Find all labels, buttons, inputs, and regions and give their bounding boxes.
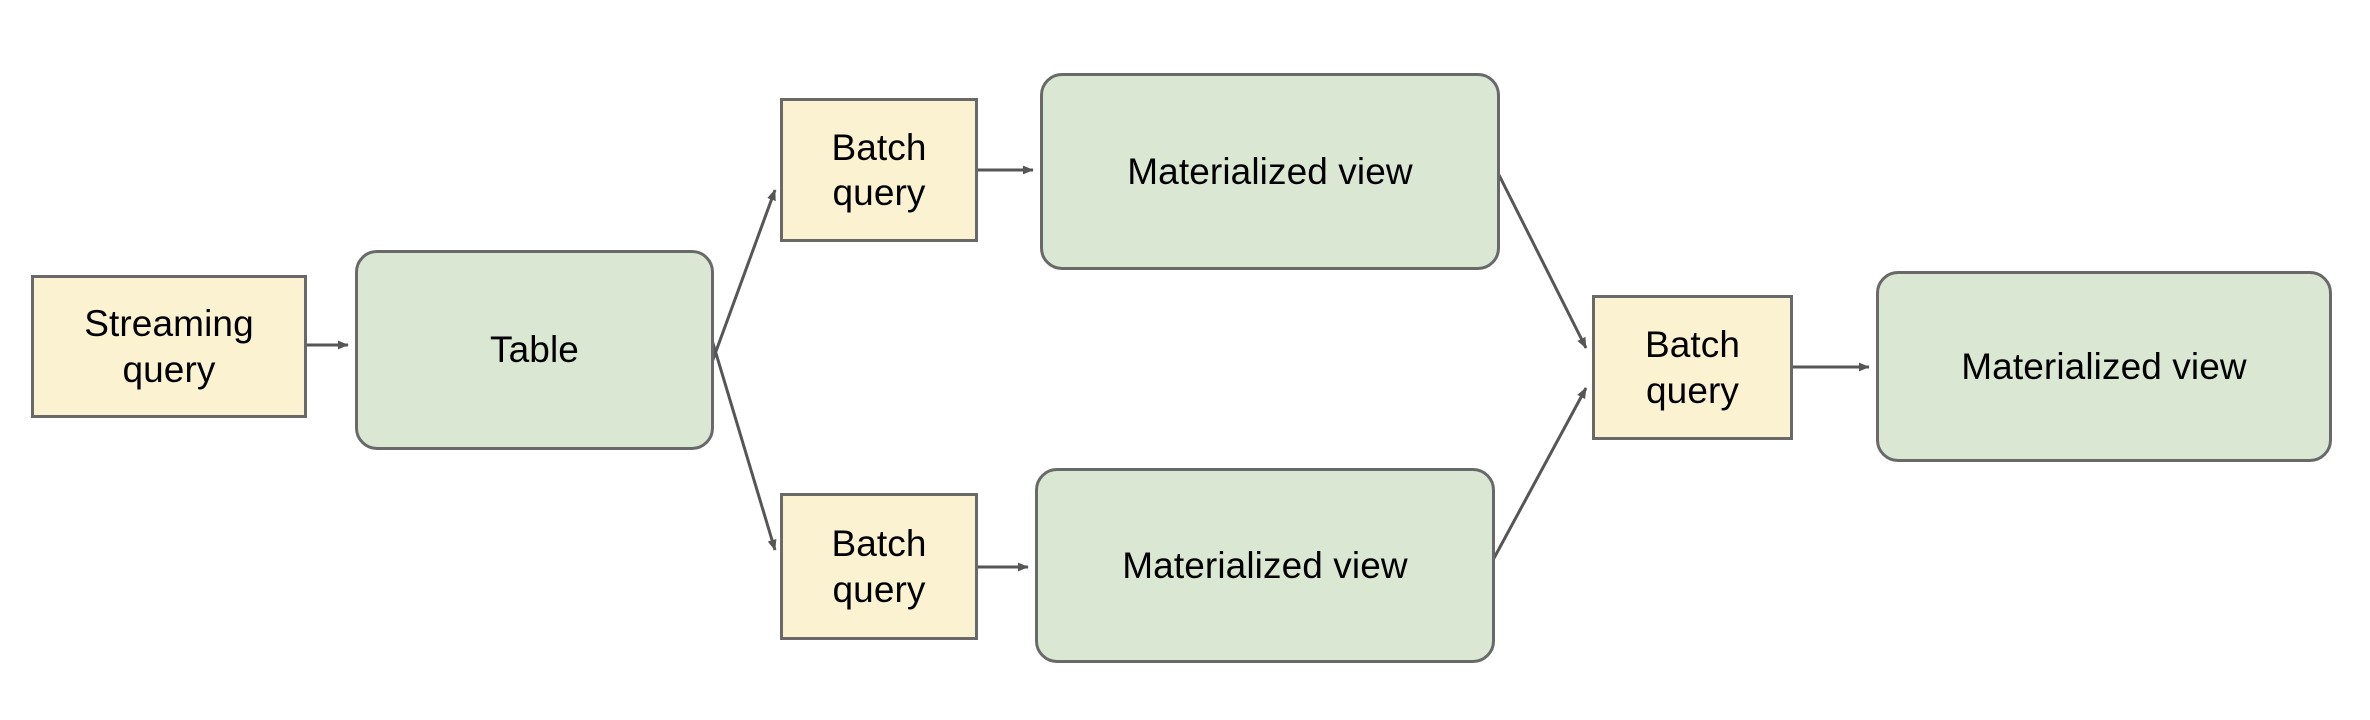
node-materialized-view-top[interactable]: Materialized view — [1040, 73, 1500, 270]
node-batch-query-right-label: Batch query — [1644, 324, 1741, 411]
node-batch-query-top-label: Batch query — [831, 126, 927, 213]
node-table-label: Table — [490, 329, 579, 371]
node-batch-query-bottom-label: Batch query — [831, 523, 927, 610]
edge-mv-top-to-batch-right — [1496, 172, 1588, 349]
node-batch-query-right[interactable]: Batch query — [1592, 295, 1793, 440]
node-materialized-view-bottom[interactable]: Materialized view — [1035, 468, 1495, 663]
node-materialized-view-right-label: Materialized view — [1961, 345, 2247, 387]
node-materialized-view-top-label: Materialized view — [1127, 150, 1413, 192]
node-streaming-query-label: Streaming query — [84, 303, 254, 390]
node-batch-query-top[interactable]: Batch query — [780, 98, 978, 242]
node-materialized-view-bottom-label: Materialized view — [1122, 544, 1408, 586]
node-table[interactable]: Table — [355, 250, 714, 450]
node-batch-query-bottom[interactable]: Batch query — [780, 493, 978, 640]
node-streaming-query[interactable]: Streaming query — [31, 275, 307, 418]
node-materialized-view-right[interactable]: Materialized view — [1876, 271, 2332, 462]
edge-mv-bottom-to-batch-right — [1491, 387, 1588, 561]
